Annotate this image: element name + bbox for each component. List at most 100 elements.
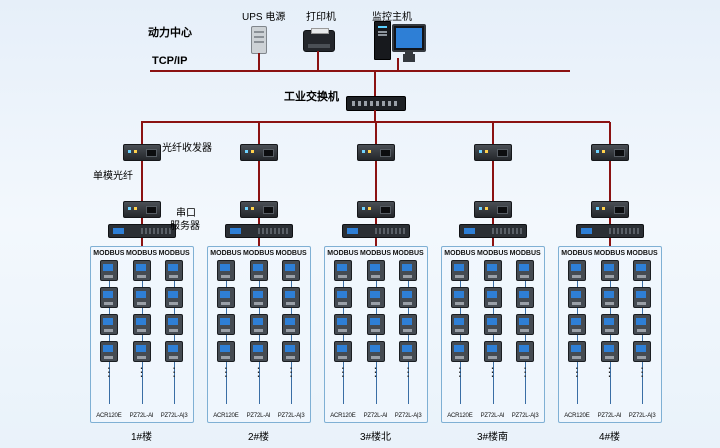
meter-icon (633, 314, 652, 335)
meter-icon (483, 260, 502, 281)
branch-drop-line (140, 122, 143, 144)
ellipsis-dots: ⋮ (603, 365, 616, 379)
building-label: 4#楼 (598, 432, 621, 443)
meter-icon (366, 314, 385, 335)
meter-icon (282, 260, 301, 281)
meter-icon (567, 314, 586, 335)
meter-icon (567, 341, 586, 362)
meter-model-label: PZ72L-AI (129, 413, 154, 419)
meter-icon (282, 314, 301, 335)
meter-icon (600, 314, 619, 335)
meter-icon (399, 314, 418, 335)
meter-icon (600, 341, 619, 362)
meter-icon (516, 260, 535, 281)
modbus-column: MODBUS ⋮ PZ72L-A|3 (510, 250, 541, 419)
modbus-column: MODBUS ⋮ PZ72L-AI (126, 250, 157, 419)
switch-downlink-line (374, 110, 376, 122)
serial-server-label-1: 串口 (176, 208, 196, 219)
meter-icon (249, 341, 268, 362)
meter-icon (165, 287, 184, 308)
meter-icon (99, 341, 118, 362)
building-label: 2#楼 (247, 432, 270, 443)
site-label: 动力中心 (148, 27, 192, 39)
host-tower-icon (374, 21, 391, 60)
fiber-transceiver-icon (239, 144, 278, 161)
bus-label: MODBUS (242, 250, 275, 257)
meter-icon (249, 260, 268, 281)
meter-icon (132, 341, 151, 362)
meter-icon (399, 287, 418, 308)
connector-line (608, 218, 611, 224)
single-mode-fiber-label: 单模光纤 (93, 171, 133, 182)
meter-icon (282, 341, 301, 362)
bus-label: MODBUS (392, 250, 424, 257)
fiber-transceiver-icon (356, 144, 395, 161)
serial-server-icon (107, 224, 176, 238)
branch-drop-line (257, 122, 260, 144)
meter-icon (516, 341, 535, 362)
meter-model-label: PZ72L-A|3 (394, 413, 422, 419)
modbus-column: MODBUS ⋮ PZ72L-AI (243, 250, 274, 419)
ellipsis-dots: ⋮ (252, 365, 265, 379)
meter-icon (333, 314, 352, 335)
meter-icon (450, 260, 469, 281)
branch-drop-line (608, 122, 611, 144)
tcpip-bus-line (150, 70, 570, 72)
ups-drop-line (258, 53, 260, 71)
meter-icon (450, 287, 469, 308)
meter-icon (600, 287, 619, 308)
single-mode-fiber-line (374, 161, 377, 201)
connector-line (140, 218, 143, 224)
meter-icon (132, 287, 151, 308)
meter-icon (333, 287, 352, 308)
meter-icon (249, 287, 268, 308)
host-monitor-icon (392, 24, 426, 52)
serial-server-icon (458, 224, 527, 238)
bus-label: MODBUS (444, 250, 476, 257)
modbus-column: MODBUS ⋮ PZ72L-A|3 (159, 250, 190, 419)
bus-label: MODBUS (359, 250, 392, 257)
modbus-column: MODBUS ⋮ PZ72L-AI (477, 250, 508, 419)
meter-icon (483, 287, 502, 308)
meter-panel: MODBUS ⋮ ACR120E MODBUS ⋮ PZ72L-AI MODBU… (440, 246, 545, 423)
groups-row: MODBUS ⋮ ACR120E MODBUS ⋮ PZ72L-AI MODBU… (88, 122, 663, 443)
bus-label: MODBUS (93, 250, 125, 257)
bus-label: MODBUS (593, 250, 626, 257)
connector-line (608, 238, 611, 246)
meter-icon (450, 314, 469, 335)
serial-server-icon (575, 224, 644, 238)
serial-server-icon (224, 224, 293, 238)
meter-icon (216, 287, 235, 308)
tcpip-label: TCP/IP (152, 55, 188, 67)
ellipsis-dots: ⋮ (168, 365, 181, 379)
ellipsis-dots: ⋮ (135, 365, 148, 379)
connector-line (140, 238, 143, 246)
meter-icon (567, 260, 586, 281)
meter-icon (165, 260, 184, 281)
host-drop-line (397, 58, 399, 71)
switch-label: 工业交换机 (284, 91, 339, 103)
meter-model-label: PZ72L-A|3 (160, 413, 188, 419)
fiber-transceiver-icon (590, 144, 629, 161)
meter-icon (165, 314, 184, 335)
modbus-column: MODBUS ⋮ PZ72L-A|3 (393, 250, 424, 419)
ellipsis-dots: ⋮ (219, 365, 232, 379)
meter-model-label: PZ72L-AI (480, 413, 505, 419)
ups-label: UPS 电源 (242, 12, 286, 23)
meter-icon (99, 260, 118, 281)
meter-icon (516, 287, 535, 308)
bus-label: MODBUS (158, 250, 190, 257)
single-mode-fiber-line (257, 161, 260, 201)
meter-model-label: ACR120E (564, 413, 590, 419)
fiber-transceiver-icon (122, 144, 161, 161)
single-mode-fiber-line (491, 161, 494, 201)
connector-line (491, 238, 494, 246)
meter-model-label: ACR120E (447, 413, 473, 419)
bus-label: MODBUS (476, 250, 509, 257)
modbus-column: MODBUS ⋮ ACR120E (210, 250, 241, 419)
connector-line (374, 218, 377, 224)
modbus-column: MODBUS ⋮ ACR120E (561, 250, 592, 419)
bus-label: MODBUS (125, 250, 158, 257)
meter-icon (633, 260, 652, 281)
